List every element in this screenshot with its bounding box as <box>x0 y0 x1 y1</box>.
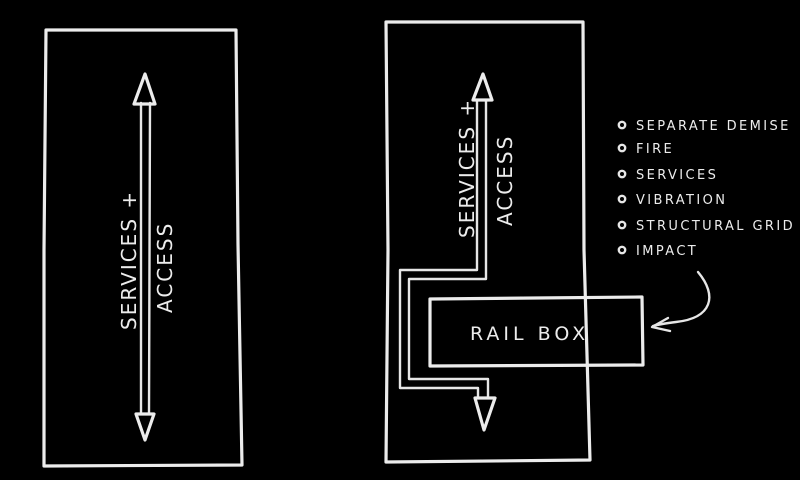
left-label-access: ACCESS <box>153 222 177 313</box>
bullet-icon <box>617 120 627 130</box>
rail-box-outline <box>428 295 645 368</box>
right-label-services: SERVICES + <box>455 98 479 238</box>
bullet-icon <box>617 194 627 204</box>
bullet-icon <box>617 169 627 179</box>
left-arrow-up-head <box>132 72 157 106</box>
bullet-icon <box>617 143 627 153</box>
right-label-access: ACCESS <box>493 135 517 226</box>
left-panel: SERVICES + ACCESS <box>42 28 244 468</box>
pointer-arrow <box>650 270 711 333</box>
constraint-item: STRUCTURAL GRID <box>636 219 795 234</box>
service-route-inner <box>407 98 490 400</box>
constraint-item: FIRE <box>636 142 674 157</box>
right-panel-outline <box>384 20 592 464</box>
left-arrow-down-head <box>134 412 156 442</box>
left-label-services: SERVICES + <box>117 190 141 330</box>
constraint-item: SERVICES <box>636 168 718 183</box>
right-arrow-up-head <box>471 72 494 102</box>
constraints-list: SEPARATE DEMISE FIRE SERVICES VIBRATION … <box>617 119 795 259</box>
rail-box-label: RAIL BOX <box>470 323 589 345</box>
right-arrow-down-head <box>473 396 497 432</box>
service-route-outer <box>398 98 480 400</box>
constraint-item: IMPACT <box>636 244 698 259</box>
left-arrow-shaft <box>139 101 152 416</box>
left-panel-outline <box>42 28 244 468</box>
constraint-item: SEPARATE DEMISE <box>636 119 791 134</box>
pointer-arrow-head-icon <box>650 316 672 333</box>
constraint-item: VIBRATION <box>636 193 727 208</box>
bullet-icon <box>617 245 627 255</box>
pointer-arrow-curve <box>651 270 711 328</box>
right-panel: RAIL BOX SERVICES + ACCESS <box>384 20 645 464</box>
bullet-icon <box>617 220 627 230</box>
